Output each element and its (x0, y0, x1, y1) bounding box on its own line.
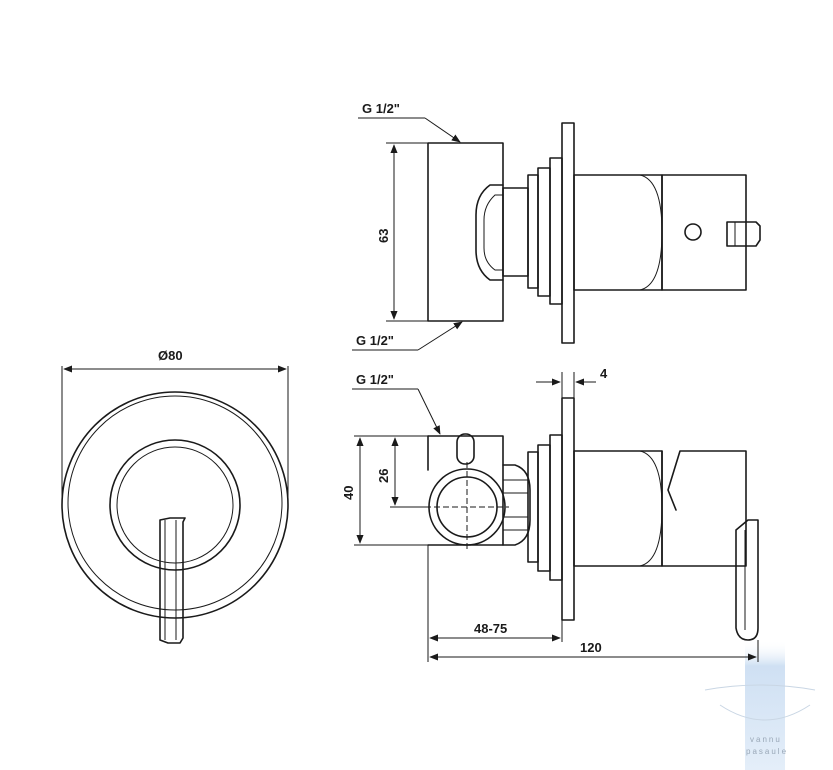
top-body-block (427, 142, 504, 322)
dim-63: 63 (376, 142, 428, 322)
thread-bottom-label: G 1/2" (356, 333, 394, 348)
cover-plate-outer (61, 391, 289, 619)
dim-diameter: Ø80 (61, 348, 289, 500)
dim-4: 4 (536, 366, 608, 398)
top-cover-plate (561, 122, 575, 344)
front-lever (159, 517, 186, 644)
dim-120: 120 (429, 640, 759, 662)
dim-48-75-label: 48-75 (474, 621, 507, 636)
dim-120-label: 120 (580, 640, 602, 655)
dim-26: 26 (376, 437, 430, 508)
leader-thread-side: G 1/2" (352, 372, 441, 435)
bottom-cover-plate (561, 397, 575, 621)
watermark-line1: vannu (750, 735, 782, 744)
dim-diameter-label: Ø80 (158, 348, 183, 363)
dim-63-label: 63 (376, 229, 391, 243)
bottom-handle-block (661, 450, 747, 567)
leader-thread-bottom: G 1/2" (352, 321, 463, 351)
dim-40: 40 (341, 435, 428, 546)
front-view (61, 391, 289, 644)
top-side-view (427, 122, 761, 344)
bottom-side-view (425, 397, 759, 641)
dim-40-label: 40 (341, 486, 356, 500)
dim-26-label: 26 (376, 469, 391, 483)
cover-plate-inner (67, 395, 283, 611)
handle-screw-icon (684, 223, 702, 241)
handle-rosette (109, 439, 241, 571)
watermark-logo: vannu pasaule (704, 640, 816, 770)
leader-thread-top: G 1/2" (358, 101, 461, 143)
thread-top-label: G 1/2" (362, 101, 400, 116)
thread-side-label: G 1/2" (356, 372, 394, 387)
side-lever (735, 519, 759, 641)
dim-48-75: 48-75 (427, 545, 563, 662)
dim-4-label: 4 (600, 366, 608, 381)
handle-rosette-inner (116, 446, 234, 564)
watermark-line2: pasaule (746, 747, 788, 756)
top-handle-block (661, 174, 747, 291)
